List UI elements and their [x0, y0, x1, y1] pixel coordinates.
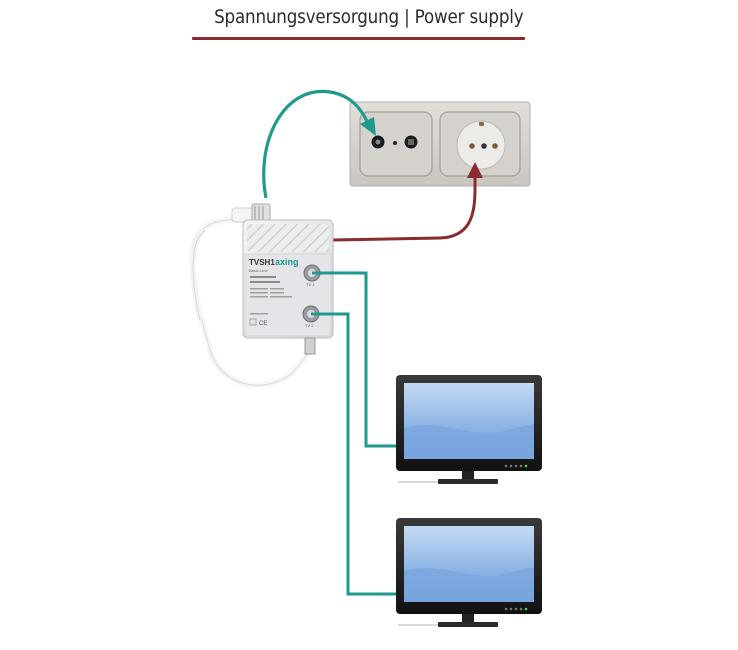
- amplifier-device: CE: [242, 219, 334, 355]
- socket-pin-icon: [492, 143, 498, 149]
- tv-monitor-1: [396, 375, 542, 484]
- amplifier-brand: axing: [275, 257, 299, 267]
- tv-monitor-2: [396, 518, 542, 627]
- indicator-dot-icon: [393, 141, 397, 145]
- antenna-arrow-icon: [360, 117, 376, 136]
- title-container: Spannungsversorgung | Power supply: [0, 6, 738, 28]
- socket-pin-icon: [469, 143, 475, 149]
- antenna-socket: [359, 111, 433, 177]
- power-arrow-icon: [467, 162, 483, 178]
- power-cable: [331, 176, 477, 242]
- amplifier-input-connector-icon: [304, 337, 316, 355]
- wall-outlet: [349, 101, 531, 187]
- port-tv1: [303, 264, 321, 282]
- tv2-cable: [311, 312, 398, 596]
- port-tv2-label: TV 2: [305, 323, 314, 328]
- ce-mark-icon: CE: [259, 321, 267, 327]
- antenna-cable: [262, 89, 372, 199]
- tv1-cable: [312, 271, 398, 448]
- power-socket: [439, 111, 521, 177]
- coax-cable: [188, 203, 315, 389]
- amplifier-product-line: Basic-Line: [249, 268, 268, 273]
- title-underline: [192, 37, 525, 40]
- amplifier-model: TVSH1: [249, 258, 275, 267]
- port-tv1-label: TV 1: [306, 282, 315, 287]
- disposal-icon: [249, 318, 257, 326]
- coax-plug-icon: [231, 203, 271, 223]
- page-title: Spannungsversorgung | Power supply: [214, 6, 524, 28]
